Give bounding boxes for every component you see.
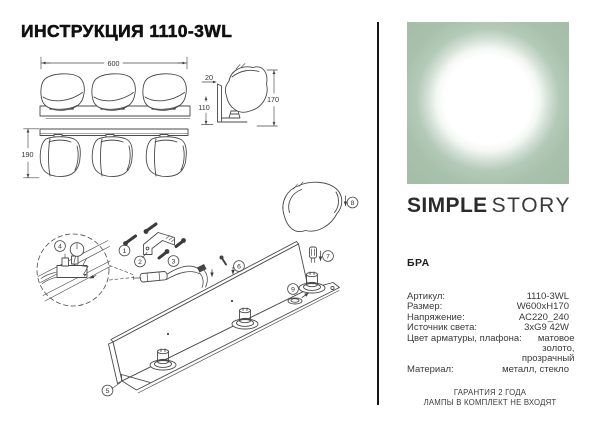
dim-width-label: 600: [108, 59, 120, 68]
svg-text:8: 8: [351, 200, 355, 207]
spec-label: Артикул:: [407, 291, 446, 302]
warranty-note: ГАРАНТИЯ 2 ГОДА ЛАМПЫ В КОМПЛЕКТ НЕ ВХОД…: [380, 388, 600, 409]
lamps-note-line: ЛАМПЫ В КОМПЛЕКТ НЕ ВХОДЯТ: [423, 398, 557, 408]
callout-5: 5: [101, 384, 114, 397]
dim-thickness-label: 20: [205, 73, 213, 82]
spec-label: Цвет арматуры, плафона:: [407, 332, 522, 344]
technical-drawing: 600 20 110: [22, 56, 359, 397]
spec-label: Размер:: [407, 301, 443, 313]
callout-9: 9: [287, 283, 299, 295]
brand-name-light: STORY: [491, 194, 572, 217]
front-view: 600: [39, 56, 191, 119]
dim-height-label: 170: [267, 95, 279, 104]
spec-value: W600xH170: [516, 301, 569, 313]
warranty-line: ГАРАНТИЯ 2 ГОДА: [453, 388, 527, 397]
callout-7: 7: [322, 250, 334, 262]
callout-4: 4: [54, 240, 66, 252]
spec-row-article: Артикул: 1110-3WL: [407, 291, 569, 302]
svg-text:4: 4: [58, 244, 62, 251]
spec-row-material: Материал: металл, стекло: [407, 363, 569, 375]
svg-text:9: 9: [291, 287, 295, 294]
drawings-panel: ИНСТРУКЦИЯ 1110-3WL: [21, 21, 359, 397]
spec-value: 1110-3WL: [526, 291, 569, 302]
callout-3: 3: [167, 255, 180, 267]
spec-value: матовое золото, прозрачный: [521, 332, 575, 365]
callout-1: 1: [118, 244, 131, 257]
spec-list: Артикул: 1110-3WL Размер: W600xH170 Напр…: [407, 291, 575, 375]
svg-text:3: 3: [172, 259, 176, 266]
spec-label: Материал:: [407, 363, 454, 375]
spec-row-light-source: Источник света: 3xG9 42W: [407, 322, 569, 334]
spec-row-size: Размер: W600xH170: [407, 301, 569, 313]
brand-logo-image: [407, 22, 569, 184]
spec-value: AC220_240: [518, 311, 569, 323]
spec-label: Напряжение:: [407, 311, 465, 323]
bottom-view: 190: [22, 128, 189, 179]
brand-name-bold: SIMPLE: [407, 194, 488, 217]
callouts: 1 2 3 4 5 6 7 8 9: [54, 196, 359, 397]
dim-body-label: 190: [22, 150, 34, 159]
spec-row-voltage: Напряжение: AC220_240: [407, 311, 569, 323]
callout-2: 2: [134, 255, 146, 268]
page-title: ИНСТРУКЦИЯ 1110-3WL: [21, 21, 233, 42]
svg-text:5: 5: [106, 388, 110, 395]
side-view: 20 110 170: [198, 63, 279, 127]
dim-plate-label: 110: [198, 103, 209, 112]
svg-text:6: 6: [237, 264, 241, 271]
product-type-heading: БРА: [407, 257, 430, 269]
assembly-view: [36, 181, 348, 394]
terminal-detail: [37, 240, 112, 302]
callout-6: 6: [233, 260, 245, 272]
spec-value: 3xG9 42W: [524, 322, 569, 334]
spec-value: металл, стекло: [502, 363, 569, 375]
spec-label: Источник света:: [407, 322, 478, 334]
spec-row-color: Цвет арматуры, плафона: матовое золото, …: [407, 332, 575, 365]
svg-text:1: 1: [123, 248, 127, 255]
divider: [377, 22, 379, 405]
svg-text:7: 7: [326, 254, 330, 261]
callout-8: 8: [346, 196, 359, 209]
svg-text:2: 2: [138, 259, 142, 266]
